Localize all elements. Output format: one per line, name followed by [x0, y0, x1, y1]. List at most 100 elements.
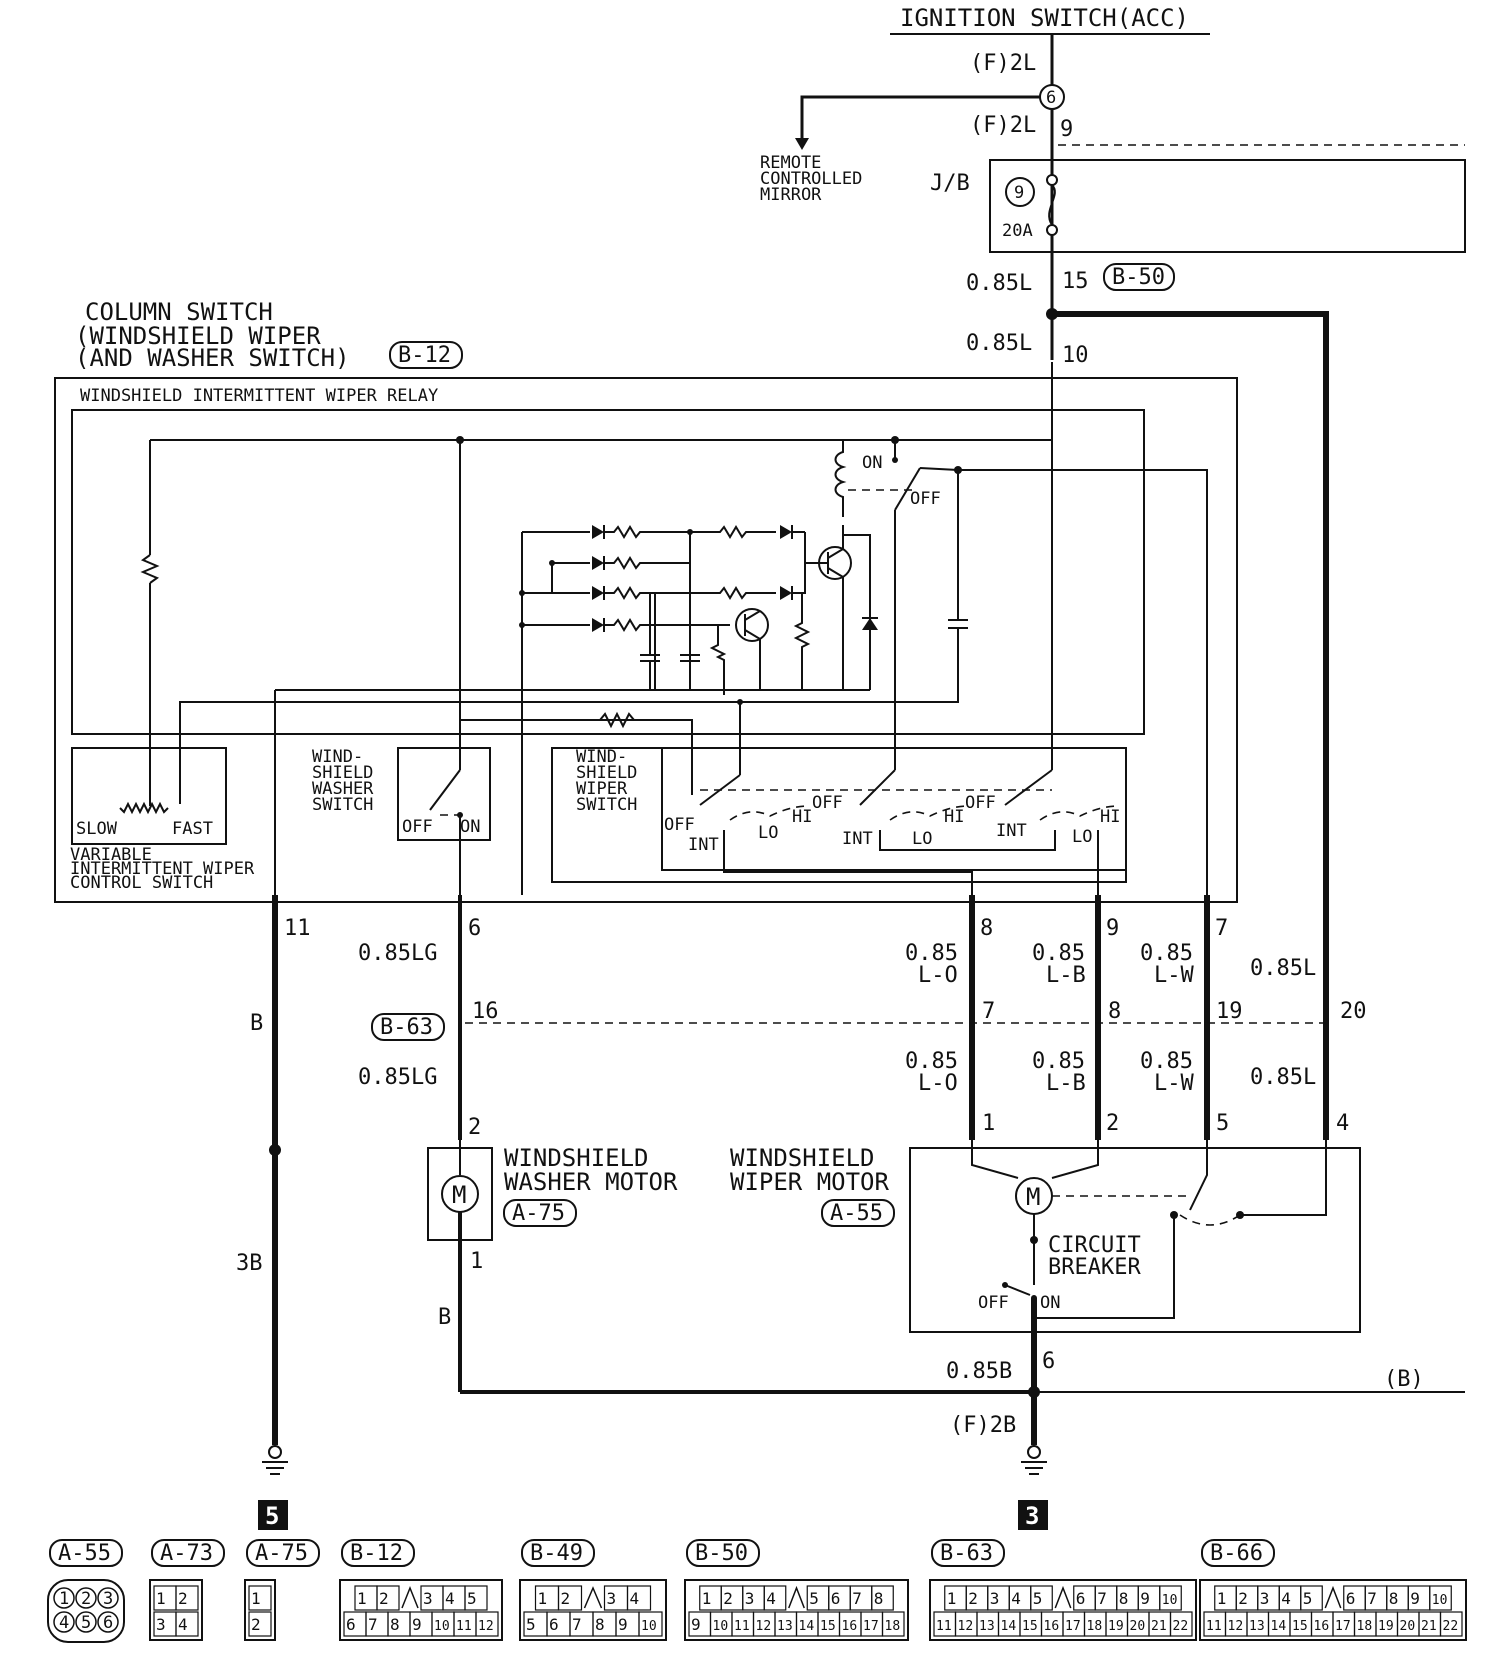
washer-switch-box[interactable] — [397, 747, 491, 841]
wiper-motor-label-2: WIPER MOTOR — [730, 1168, 889, 1196]
connector-pin-label: 3 — [423, 1589, 433, 1608]
connector-pin-label: 16 — [1314, 1619, 1330, 1634]
connector-pin-label: 14 — [799, 1619, 815, 1634]
wire-085b: 0.85B — [946, 1359, 1012, 1384]
connector-badge — [151, 1539, 225, 1567]
connector-pin — [248, 1585, 272, 1611]
pin-7: 7 — [1215, 916, 1228, 941]
wire-085l-d: 0.85L — [1250, 1065, 1316, 1090]
column-switch-title1: COLUMN SWITCH — [85, 298, 273, 326]
connector-pin — [53, 1611, 75, 1633]
connector-shell — [929, 1579, 1197, 1641]
connector-pin-label: 18 — [885, 1619, 901, 1634]
connector-pin — [97, 1587, 119, 1609]
column-switch-box — [54, 377, 1238, 903]
connector-pin-label: 5 — [526, 1615, 536, 1634]
wire-085l-a: 0.85L — [966, 271, 1032, 296]
connector-pin-label: 2 — [1238, 1589, 1248, 1608]
pin-2-washer: 2 — [468, 1115, 481, 1140]
connector-pin — [557, 1585, 583, 1611]
cb-on-label: ON — [1040, 1293, 1060, 1313]
connector-id: A-75 — [255, 1541, 308, 1566]
wiper-switch-box[interactable] — [661, 747, 1127, 871]
connector-pin-label: 11 — [734, 1619, 750, 1634]
column-switch-title3: (AND WASHER SWITCH) — [75, 344, 350, 372]
wire-f2l-top: (F)2L — [970, 51, 1036, 76]
connector-pin-label: 5 — [81, 1613, 91, 1633]
connector-pin-label: 7 — [572, 1615, 582, 1634]
connector-shell — [47, 1579, 125, 1643]
conn-b12-label: B-12 — [398, 343, 451, 368]
connector-pin-label: 7 — [1097, 1589, 1107, 1608]
variable-label-1: VARIABLE — [70, 845, 152, 865]
connector-badge — [521, 1539, 595, 1567]
connector-pin-label: 8 — [595, 1615, 605, 1634]
wiper-motor-label-1: WINDSHIELD — [730, 1144, 875, 1172]
connector-badge — [686, 1539, 760, 1567]
connector-pin-label: 8 — [874, 1589, 884, 1608]
sw1-int: INT — [688, 835, 719, 855]
pin-8b: 8 — [1108, 999, 1121, 1024]
connector-pin — [376, 1585, 400, 1611]
pin-6b: 6 — [1042, 1349, 1055, 1374]
connector-key — [788, 1585, 805, 1609]
connector-pin — [1159, 1585, 1182, 1611]
conn-a75-badge — [503, 1199, 577, 1227]
washer-switch-label-3: WASHER — [312, 779, 374, 799]
connector-pin — [1439, 1611, 1463, 1637]
connector-id: A-73 — [160, 1541, 213, 1566]
washer-switch-label-2: SHIELD — [312, 763, 373, 783]
connector-badge — [341, 1539, 415, 1567]
wire-085lo-a2: L-O — [918, 963, 958, 988]
connector-pin — [763, 1585, 787, 1611]
wire-085lg-a: 0.85LG — [358, 941, 437, 966]
connector-pin-label: 19 — [1378, 1619, 1394, 1634]
connector-id: B-50 — [695, 1541, 748, 1566]
pin-19: 19 — [1216, 999, 1243, 1024]
connector-shell — [339, 1579, 503, 1641]
connector-pin-label: 15 — [1022, 1619, 1038, 1634]
connector-pin-label: 7 — [1367, 1589, 1377, 1608]
connector-pin-label: 17 — [1065, 1619, 1081, 1634]
b-ref: (B) — [1384, 1367, 1424, 1392]
connector-pin-label: 11 — [936, 1619, 952, 1634]
connector-pin-label: 14 — [1001, 1619, 1017, 1634]
pin-6: 6 — [468, 916, 481, 941]
connector-pin-label: 4 — [178, 1615, 188, 1634]
jb-label: J/B — [930, 171, 970, 196]
transistor-2-icon — [735, 608, 769, 642]
sw3-off: OFF — [965, 793, 996, 813]
connector-pin-label: 8 — [390, 1615, 400, 1634]
connector-pin-label: 4 — [1281, 1589, 1291, 1608]
conn-a55-badge — [821, 1199, 895, 1227]
connector-key — [1324, 1585, 1342, 1609]
wire-085l-b: 0.85L — [966, 331, 1032, 356]
ground-5-badge — [258, 1500, 288, 1530]
wire-f2l-mid: (F)2L — [970, 113, 1036, 138]
connector-pin-label: 9 — [412, 1615, 422, 1634]
wire-085l-c: 0.85L — [1250, 956, 1316, 981]
zener-icon — [862, 618, 878, 630]
wire-085lo-b1: 0.85 — [905, 1049, 958, 1074]
pin-9b: 9 — [1106, 916, 1119, 941]
fuse-rating: 20A — [1002, 221, 1033, 241]
fuse-number-circle — [1005, 177, 1035, 207]
pin-16: 16 — [472, 999, 499, 1024]
connector-pin — [1300, 1585, 1323, 1611]
fuse-number: 9 — [1014, 183, 1024, 203]
conn-a55-label: A-55 — [830, 1201, 883, 1226]
connector-badge — [246, 1539, 320, 1567]
column-switch-title2: (WINDSHIELD WIPER — [75, 322, 321, 350]
connector-pin-label: 2 — [178, 1589, 188, 1608]
connector-pin-label: 16 — [842, 1619, 858, 1634]
connector-pin-label: 15 — [1292, 1619, 1308, 1634]
connector-pin-label: 12 — [756, 1619, 772, 1634]
connector-pin-label: 3 — [745, 1589, 755, 1608]
wiper-motor-symbol: M — [1026, 1183, 1040, 1211]
relay-title: WINDSHIELD INTERMITTENT WIPER RELAY — [80, 386, 438, 406]
sw1-off: OFF — [664, 815, 695, 835]
connector-pin-label: 5 — [1303, 1589, 1313, 1608]
connector-pin-label: 10 — [1162, 1593, 1178, 1608]
wire-085lb-b1: 0.85 — [1032, 1049, 1085, 1074]
wire-3b: 3B — [236, 1251, 263, 1276]
